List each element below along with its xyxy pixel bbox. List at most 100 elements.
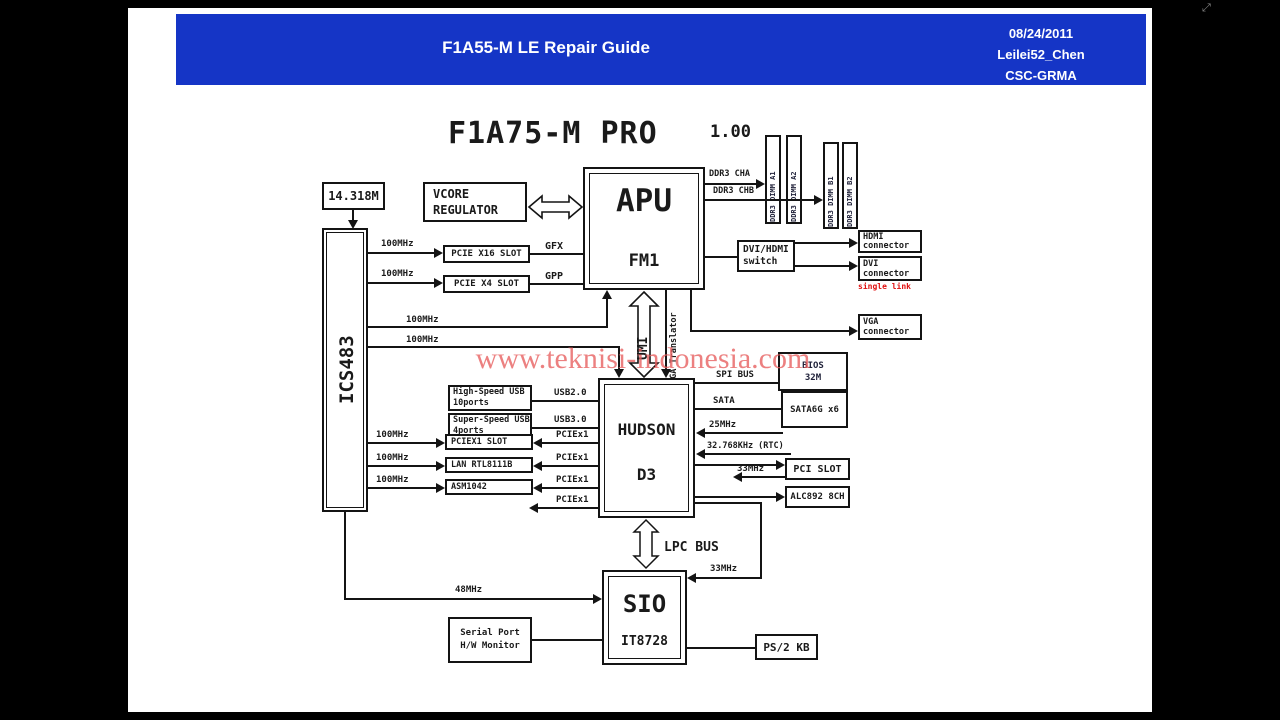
gpp-label: GPP: [545, 271, 564, 282]
hdmi-connector-block: HDMI connector: [858, 230, 922, 253]
arrow-right-icon: [436, 461, 445, 471]
clock-label: 100MHz: [376, 475, 409, 485]
pcie-x16-slot-block: PCIE X16 SLOT: [443, 245, 530, 263]
connection-line: [695, 408, 781, 410]
connection-line: [795, 265, 850, 267]
arrow-right-icon: [756, 179, 765, 189]
lpc-bus-label: LPC BUS: [664, 540, 719, 555]
connection-line: [368, 465, 436, 467]
connection-line: [368, 252, 434, 254]
page-title: F1A55-M LE Repair Guide: [442, 38, 650, 57]
clock-label: 48MHz: [455, 585, 483, 595]
clock-label: 100MHz: [406, 315, 439, 325]
arrow-right-icon: [849, 261, 858, 271]
usb3-controller-block: ASM1042: [445, 479, 533, 495]
clock-label: 100MHz: [406, 335, 439, 345]
audio-codec-block: ALC892 8CH: [785, 486, 850, 508]
spi-bus-label: SPI BUS: [716, 370, 754, 380]
arrow-down-icon: [661, 369, 671, 378]
connection-line: [368, 346, 620, 348]
connection-line: [695, 496, 776, 498]
arrow-right-icon: [814, 195, 823, 205]
connection-line: [352, 210, 354, 221]
connection-line: [701, 453, 791, 455]
connection-line: [705, 256, 737, 258]
arrow-right-icon: [849, 326, 858, 336]
ics483-clock-block: ICS483: [322, 228, 368, 512]
pciex1-slot-block: PCIEX1 SLOT: [445, 434, 533, 450]
header-author: Leilei52_Chen: [997, 47, 1085, 62]
serial-port-block: Serial Port H/W Monitor: [448, 617, 532, 663]
dimm-slot-a1: DDR3 DIMM A1: [765, 135, 781, 224]
arrow-right-icon: [776, 492, 785, 502]
arrow-right-icon: [776, 460, 785, 470]
sio-block: SIO IT8728: [602, 570, 687, 665]
pci-slot-block: PCI SLOT: [785, 458, 850, 480]
dvi-connector-block: DVI connector: [858, 256, 922, 281]
header-date: 08/24/2011: [1008, 26, 1074, 41]
single-link-label: single link: [858, 282, 911, 291]
hudson-d3-block: HUDSON D3: [598, 378, 695, 518]
connection-line: [368, 442, 436, 444]
usb2-label: USB2.0: [554, 388, 587, 398]
connection-line: [368, 282, 434, 284]
connection-line: [665, 290, 667, 370]
connection-line: [532, 427, 598, 429]
vcore-regulator-block: VCORE REGULATOR: [423, 182, 527, 222]
arrow-left-icon: [687, 573, 696, 583]
sata6g-block: SATA6G x6: [781, 391, 848, 428]
arrow-left-icon: [733, 472, 742, 482]
window-expand-icon[interactable]: ⤢: [1202, 1, 1211, 14]
connection-line: [696, 577, 762, 579]
clock-label: 33MHz: [710, 564, 738, 574]
connection-line: [695, 464, 776, 466]
ddr3-cha-label: DDR3 CHA: [709, 169, 750, 179]
arrow-left-icon: [696, 428, 705, 438]
pciex1-label: PCIEx1: [556, 453, 589, 463]
connection-line: [344, 512, 346, 600]
connection-line: [542, 487, 598, 489]
arrow-left-icon: [533, 461, 542, 471]
pciex1-label: PCIEx1: [556, 430, 589, 440]
connection-line: [344, 598, 593, 600]
clock-label: 100MHz: [381, 269, 414, 279]
arrow-down-icon: [614, 369, 624, 378]
arrow-right-icon: [593, 594, 602, 604]
connection-line: [606, 299, 608, 328]
header-meta: 08/24/2011 Leilei52_Chen CSC-GRMA: [966, 23, 1116, 86]
lpc-bus-arrow-icon: [632, 518, 660, 570]
arrow-right-icon: [436, 438, 445, 448]
connection-line: [532, 639, 602, 641]
connection-line: [690, 290, 692, 332]
connection-line: [742, 476, 785, 478]
diagram-version: 1.00: [710, 122, 751, 142]
ddr3-chb-label: DDR3 CHB: [713, 186, 754, 196]
bios-block: BIOS 32M: [778, 352, 848, 391]
usb3-label: USB3.0: [554, 415, 587, 425]
watermark: www.teknisi-indonesia.com: [475, 342, 811, 375]
dimm-slot-b1: DDR3 DIMM B1: [823, 142, 839, 229]
connection-line: [695, 502, 762, 504]
connection-line: [538, 507, 598, 509]
umi-bus-arrow-icon: [628, 290, 660, 379]
pcie-x4-slot-block: PCIE X4 SLOT: [443, 275, 530, 293]
connection-line: [705, 183, 756, 185]
arrow-down-icon: [348, 220, 358, 229]
arrow-left-icon: [529, 503, 538, 513]
pciex1-label: PCIEx1: [556, 475, 589, 485]
sata-label: SATA: [713, 396, 735, 406]
clock-label: 100MHz: [376, 430, 409, 440]
lan-block: LAN RTL8111B: [445, 457, 533, 473]
arrow-right-icon: [434, 278, 443, 288]
rtc-clock-label: 32.768KHz (RTC): [707, 441, 784, 451]
connection-line: [705, 199, 814, 201]
connection-line: [530, 253, 583, 255]
pciex1-label: PCIEx1: [556, 495, 589, 505]
ps2-keyboard-block: PS/2 KB: [755, 634, 818, 660]
connection-line: [618, 348, 620, 370]
arrow-left-icon: [696, 449, 705, 459]
diagram-title: F1A75-M PRO: [448, 116, 658, 151]
bidirectional-arrow-icon: [527, 194, 584, 220]
clock-generator-block: 14.318M: [322, 182, 385, 210]
dimm-slot-a2: DDR3 DIMM A2: [786, 135, 802, 224]
